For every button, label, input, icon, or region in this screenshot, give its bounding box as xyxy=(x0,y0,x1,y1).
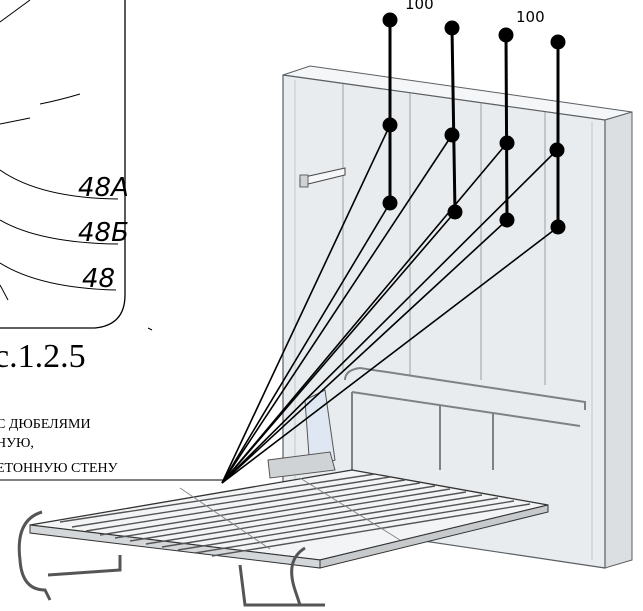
detail-inset xyxy=(0,0,153,331)
detail-label-48a: 48A xyxy=(78,173,129,203)
rail-frame xyxy=(344,366,586,470)
note-line-1: С ДЮБЕЛЯМИ xyxy=(0,417,91,432)
note-line-2: НУЮ, xyxy=(0,436,34,451)
wall-bracket xyxy=(299,167,346,188)
figure-caption: с.1.2.5 xyxy=(0,338,86,375)
wall-cabinet xyxy=(282,65,633,569)
lift-mechanism xyxy=(267,389,336,479)
dimension-label-left: 100 xyxy=(405,0,434,13)
dimension-markers xyxy=(382,12,566,235)
detail-label-48b: 48Б xyxy=(78,218,129,248)
detail-label-48: 48 xyxy=(82,264,115,294)
callout-lines xyxy=(221,124,559,484)
dimension-label-right: 100 xyxy=(516,8,545,26)
bed-legs xyxy=(17,510,325,607)
bed-frame xyxy=(29,469,549,569)
note-line-3: ЕТОННУЮ СТЕНУ xyxy=(0,461,118,476)
